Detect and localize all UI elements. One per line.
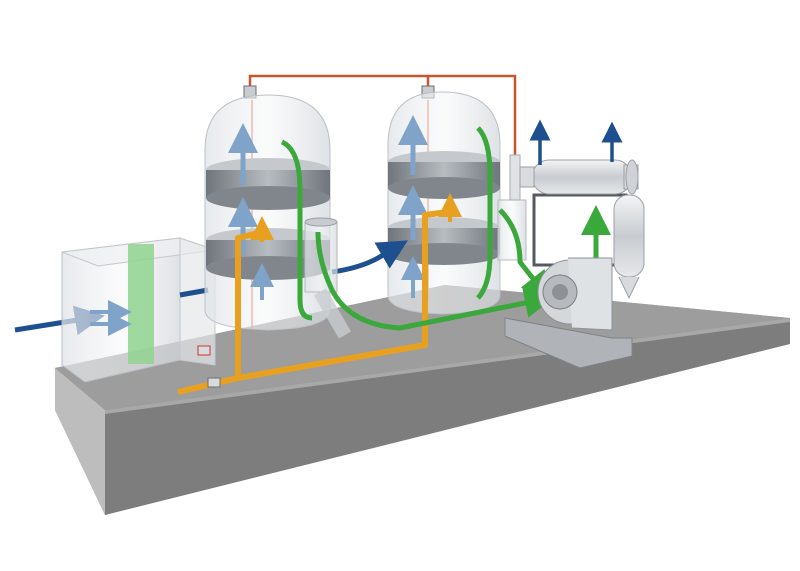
green-flow (280, 126, 611, 331)
adsorbent-bed-upper (388, 151, 500, 199)
centrifugal-fan (504, 257, 633, 369)
transfer-flow (331, 240, 408, 275)
separator-vessel (613, 194, 645, 300)
exhaust-flow (529, 119, 623, 165)
valve-icon (197, 345, 221, 388)
adsorbent-bed-lower (388, 217, 500, 265)
pre-filter-box (61, 237, 216, 383)
adsorber-tower-1 (204, 94, 331, 331)
adsorbent-bed-upper (206, 158, 330, 210)
adsorber-tower-2 (387, 91, 501, 315)
